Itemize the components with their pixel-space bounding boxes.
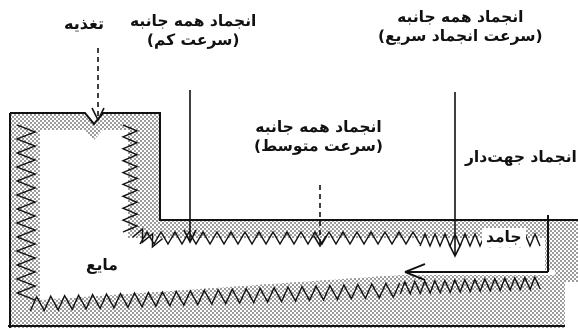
liquid-cavity	[40, 130, 555, 300]
front-left-wall	[15, 124, 37, 301]
feed-label: تغذیه	[64, 14, 104, 33]
front-bottom-fast	[399, 275, 541, 296]
directional-label: انجماد جهت‌دار	[465, 148, 577, 166]
mold-outline	[10, 112, 578, 221]
solid-label: جامد	[482, 228, 526, 248]
solidification-fronts	[15, 124, 541, 313]
uniform-slow-label: انجماد همه جانبه (سرعت کم)	[130, 12, 257, 50]
mold-bottom-outline	[8, 113, 565, 328]
directional-arrow	[404, 215, 549, 281]
liquid-label: مایع	[86, 256, 118, 274]
front-corner	[131, 227, 164, 249]
front-riser-wall	[121, 124, 139, 233]
leader-lines	[91, 48, 462, 258]
front-bottom	[29, 281, 401, 313]
uniform-fast-label: انجماد همه جانبه (سرعت انجماد سریع)	[378, 8, 543, 46]
uniform-medium-label: انجماد همه جانبه (سرعت متوسط)	[254, 118, 383, 156]
